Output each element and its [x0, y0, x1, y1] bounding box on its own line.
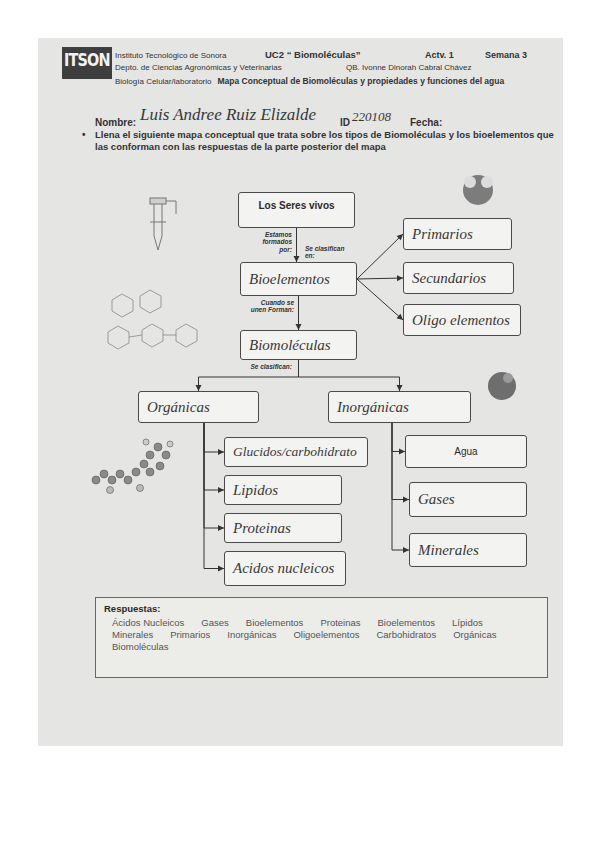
handwritten-answer: Inorgánicas: [337, 399, 409, 416]
handwritten-answer: Secundarios: [412, 270, 486, 287]
connector: [204, 423, 224, 455]
handwritten-answer: Acidos nucleicos: [233, 560, 334, 577]
connector-line: [204, 423, 224, 490]
answer-word: Bioelementos: [378, 617, 436, 628]
handwritten-answer: Glucidos/carbohidrato: [233, 444, 357, 460]
connector-line: [357, 278, 403, 279]
printed-box: Agua: [405, 435, 527, 468]
answer-box: Secundarios: [403, 262, 514, 294]
answer-box: Oligo elementos: [403, 304, 521, 336]
molecule-model: [92, 439, 173, 494]
answer-word: Inorgánicas: [227, 629, 276, 640]
handwritten-answer: Minerales: [418, 542, 479, 559]
field-label: ID: [340, 117, 350, 128]
connector-label: Estamos formados por:: [250, 231, 292, 253]
answer-word: Minerales: [112, 629, 153, 640]
connector-line: [204, 423, 224, 528]
connector: [299, 360, 403, 391]
handwritten-answer: Biomoléculas: [249, 337, 331, 354]
answer-word: Oligoelementos: [293, 629, 359, 640]
connector: [357, 279, 403, 320]
connector: [357, 234, 403, 279]
connector-label: Se clasifican:: [232, 363, 292, 370]
handwritten-answer: Orgánicas: [147, 399, 210, 416]
instruction-text: Llena el siguiente mapa conceptual que t…: [95, 129, 557, 153]
bullet: •: [82, 129, 86, 140]
connector-line: [299, 360, 400, 391]
answer-box: Glucidos/carbohidrato: [224, 437, 368, 467]
connector: [196, 360, 299, 391]
handwritten-id: 220108: [352, 110, 391, 124]
answer-list: Ácidos Nucleicos Gases Bioelementos Protein…: [104, 617, 539, 652]
concept-box: Bioelementos: [240, 262, 357, 296]
header-unit: UC2 “ Biomoléculas”: [265, 50, 361, 60]
connector-line: [204, 423, 224, 452]
header-line: Biología Celular/laboratorio Mapa Concept…: [115, 76, 563, 87]
answer-word: Ácidos Nucleicos: [112, 617, 184, 628]
answer-word: Biomoléculas: [112, 641, 169, 652]
logo-text: ITSON: [64, 51, 110, 70]
panel-heading: Respuestas:: [104, 603, 539, 614]
printed-label: Los Seres vivos: [258, 200, 334, 211]
answer-box: Lipidos: [224, 475, 342, 505]
connector: [294, 228, 300, 262]
connector-line: [392, 423, 405, 452]
printed-label: Agua: [454, 446, 477, 457]
handwritten-answer: Bioelementos: [249, 271, 330, 288]
header-text: Depto. de Ciencias Agronómicas y Veterin…: [115, 64, 282, 73]
connector: [204, 423, 224, 572]
connector-line: [204, 423, 224, 569]
connector-line: [199, 360, 299, 391]
connector-line: [357, 279, 403, 320]
header-text: Instituto Tecnológico de Sonora: [115, 52, 226, 61]
header-teacher: QB. Ivonne Dinorah Cabral Chávez: [346, 64, 471, 73]
header-week: Semana 3: [485, 51, 527, 61]
connector: [357, 275, 403, 281]
pipette-drawing: [150, 198, 176, 250]
answer-word: Carbohidratos: [376, 629, 436, 640]
header-text: Biología Celular/laboratorio: [115, 77, 212, 86]
concept-box: Biomoléculas: [240, 330, 357, 360]
answer-word: Gases: [201, 617, 228, 628]
answer-word: Proteinas: [320, 617, 360, 628]
answer-box: Proteinas: [224, 513, 342, 543]
connector-line: [357, 234, 403, 279]
field-label: Fecha:: [410, 117, 442, 128]
handwritten-answer: Lipidos: [233, 482, 278, 499]
answers-panel: Respuestas: Ácidos Nucleicos Gases Bioeleme…: [95, 597, 548, 678]
handwritten-answer: Primarios: [412, 226, 473, 243]
root-box: Los Seres vivos: [238, 192, 355, 228]
answer-box: Primarios: [403, 218, 512, 250]
answer-word: Lípidos: [452, 617, 483, 628]
glucose-rings: [108, 290, 197, 349]
answer-word: Primarios: [170, 629, 210, 640]
header-activity: Actv. 1: [425, 51, 454, 61]
handwritten-answer: Proteinas: [233, 520, 291, 537]
handwritten-name: Luis Andree Ruiz Elizalde: [140, 106, 316, 125]
answer-word: Bioelementos: [246, 617, 304, 628]
connector: [204, 423, 224, 531]
answer-box: Acidos nucleicos: [224, 551, 346, 586]
handwritten-answer: Gases: [418, 491, 455, 508]
connector: [204, 423, 224, 493]
answer-box: Minerales: [409, 533, 527, 567]
category-box: Orgánicas: [138, 391, 259, 423]
handwritten-answer: Oligo elementos: [412, 312, 510, 329]
connector-label: Cuando se unen Forman:: [248, 299, 294, 314]
answer-box: Gases: [409, 482, 527, 517]
answer-word: Orgánicas: [453, 629, 496, 640]
field-label: Nombre:: [95, 117, 136, 128]
category-box: Inorgánicas: [328, 391, 471, 423]
connector: [296, 296, 302, 330]
header-title: Mapa Conceptual de Biomoléculas y propie…: [218, 76, 505, 86]
connector: [392, 423, 405, 455]
connector-label: Se clasifican en:: [305, 245, 355, 260]
